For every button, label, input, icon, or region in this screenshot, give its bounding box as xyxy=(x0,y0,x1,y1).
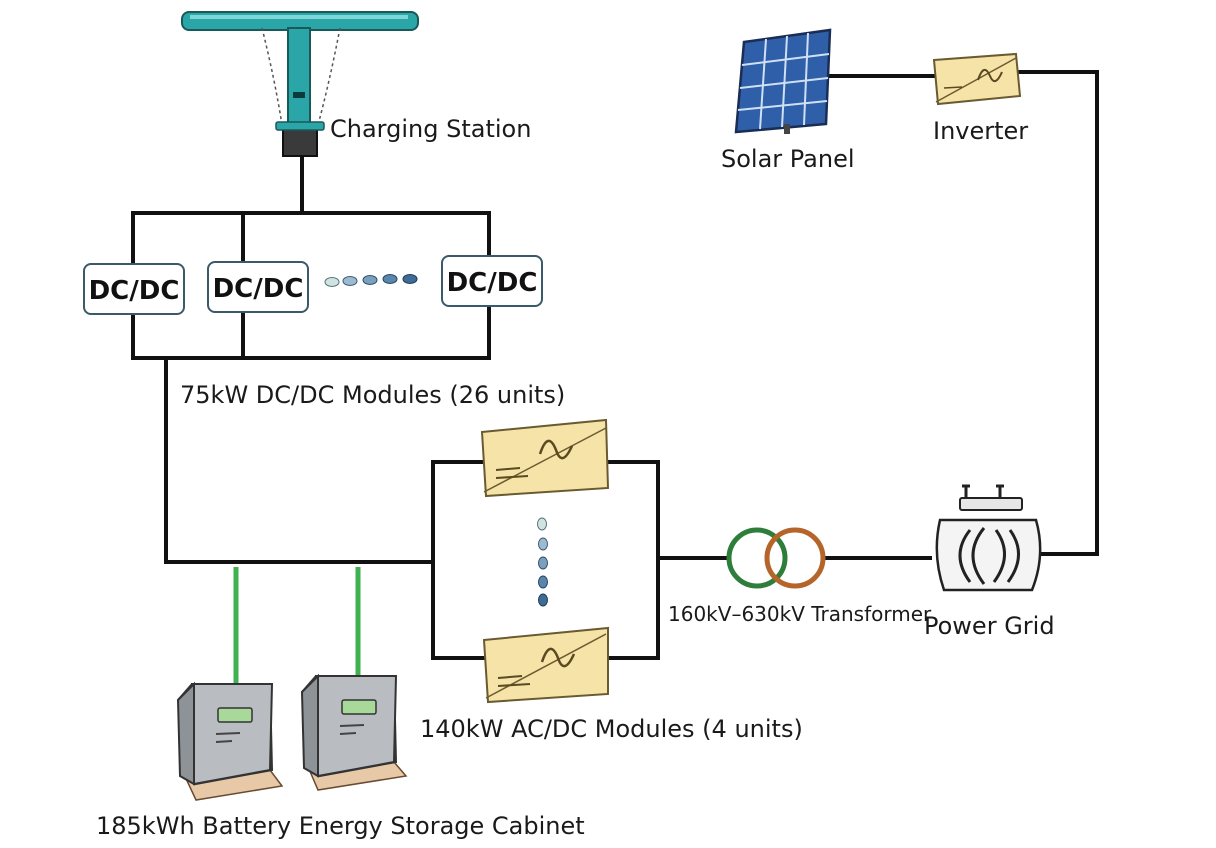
dcdc-box-2: DC/DC xyxy=(207,261,309,313)
solar-panel-label: Solar Panel xyxy=(721,145,855,173)
battery-cabinet-2-icon xyxy=(300,673,408,791)
charging-station-label: Charging Station xyxy=(330,115,531,143)
acdc-vertical-dots xyxy=(537,517,548,607)
acdc-converter-bottom-icon xyxy=(482,626,609,704)
dcdc-box-3: DC/DC xyxy=(441,255,543,307)
battery-label: 185kWh Battery Energy Storage Cabinet xyxy=(96,812,585,840)
dcdc-ellipsis-dots xyxy=(324,274,418,287)
power-grid-icon xyxy=(935,484,1042,592)
transformer-icon xyxy=(726,527,826,589)
dcdc-box-label: DC/DC xyxy=(213,274,304,304)
power-grid-label: Power Grid xyxy=(924,612,1055,640)
acdc-modules-label: 140kW AC/DC Modules (4 units) xyxy=(420,715,803,743)
dcdc-box-label: DC/DC xyxy=(447,268,538,298)
solar-panel-icon xyxy=(734,28,832,134)
battery-cabinet-1-icon xyxy=(176,681,284,801)
inverter-label: Inverter xyxy=(933,117,1028,145)
dcdc-box-label: DC/DC xyxy=(89,276,180,306)
charging-station-icon xyxy=(181,11,419,157)
inverter-icon xyxy=(932,52,1022,106)
acdc-converter-top-icon xyxy=(480,418,610,498)
dcdc-box-1: DC/DC xyxy=(83,263,185,315)
dcdc-modules-label: 75kW DC/DC Modules (26 units) xyxy=(180,381,565,409)
wiring xyxy=(131,70,1099,685)
transformer-label: 160kV–630kV Transformer xyxy=(668,602,932,626)
